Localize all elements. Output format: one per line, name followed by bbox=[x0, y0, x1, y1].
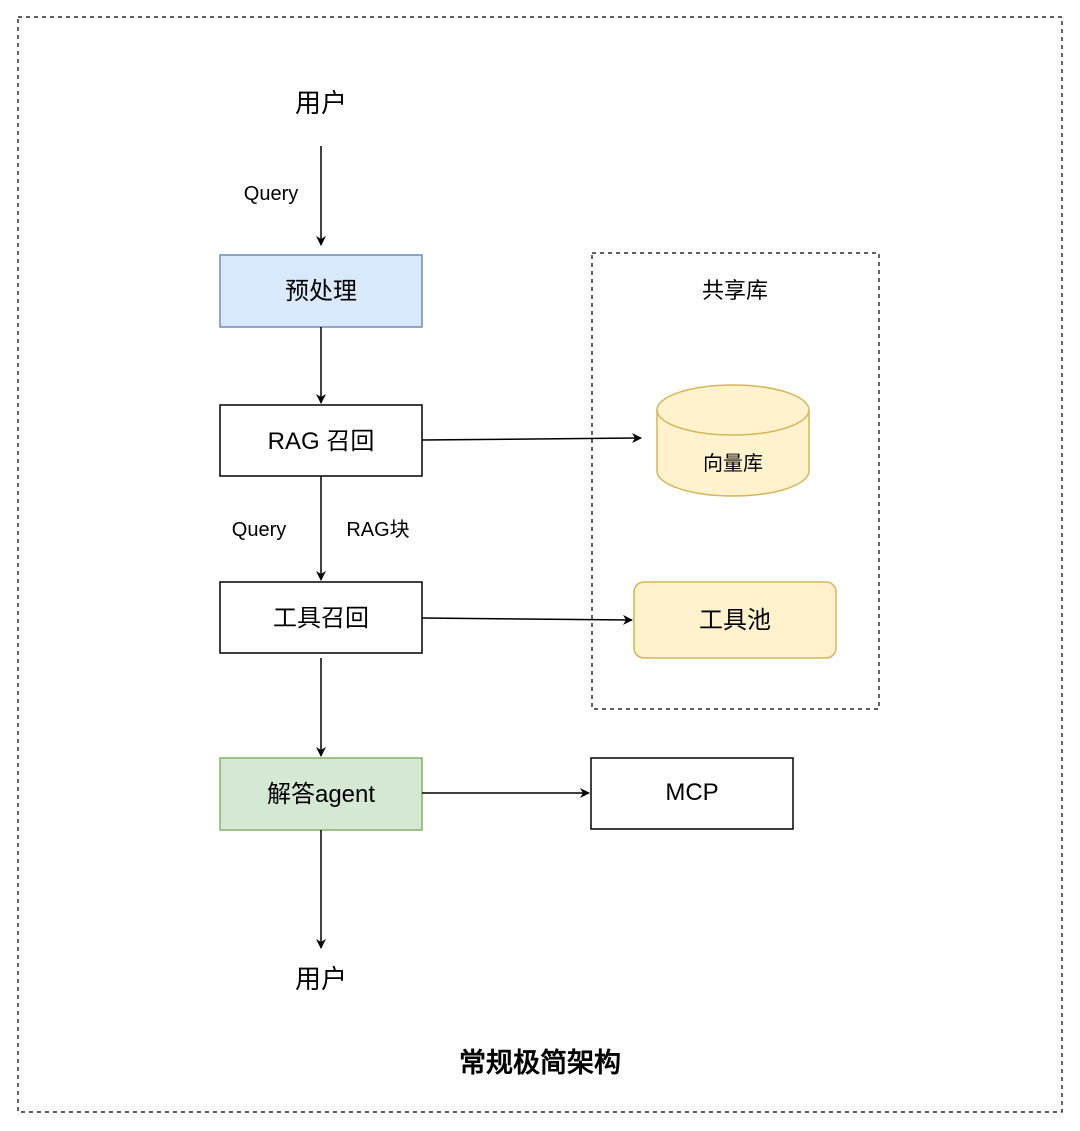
tool-recall-label: 工具召回 bbox=[273, 605, 369, 632]
vector-db-label: 向量库 bbox=[703, 452, 763, 475]
shared-lib-label: 共享库 bbox=[702, 278, 768, 303]
rag-recall-label: RAG 召回 bbox=[268, 428, 375, 455]
user-top-label: 用户 bbox=[295, 88, 347, 118]
node-vector-db[interactable]: 向量库 bbox=[656, 384, 810, 497]
tool-pool-label: 工具池 bbox=[699, 607, 771, 634]
user-bottom-label: 用户 bbox=[295, 964, 347, 994]
node-tool-pool[interactable]: 工具池 bbox=[633, 581, 837, 659]
node-preprocess[interactable]: 预处理 bbox=[219, 254, 423, 328]
node-rag-recall[interactable]: RAG 召回 bbox=[219, 404, 423, 477]
edge-tool-recall-to-pool bbox=[421, 614, 633, 625]
node-mcp[interactable]: MCP bbox=[590, 757, 794, 830]
mcp-label: MCP bbox=[665, 779, 718, 806]
outer-frame bbox=[17, 16, 1063, 1113]
preprocess-label: 预处理 bbox=[285, 278, 357, 305]
node-answer-agent[interactable]: 解答agent bbox=[219, 757, 423, 831]
shared-lib-group bbox=[591, 252, 880, 710]
edge-query-label-2: Query bbox=[232, 519, 286, 541]
answer-agent-label: 解答agent bbox=[267, 781, 375, 808]
edge-rag-to-vector-db bbox=[421, 433, 642, 444]
diagram-title: 常规极简架构 bbox=[459, 1047, 621, 1078]
node-tool-recall[interactable]: 工具召回 bbox=[219, 581, 423, 654]
edge-rag-chunk-label: RAG块 bbox=[346, 518, 409, 541]
edge-query-label-1: Query bbox=[244, 183, 298, 205]
